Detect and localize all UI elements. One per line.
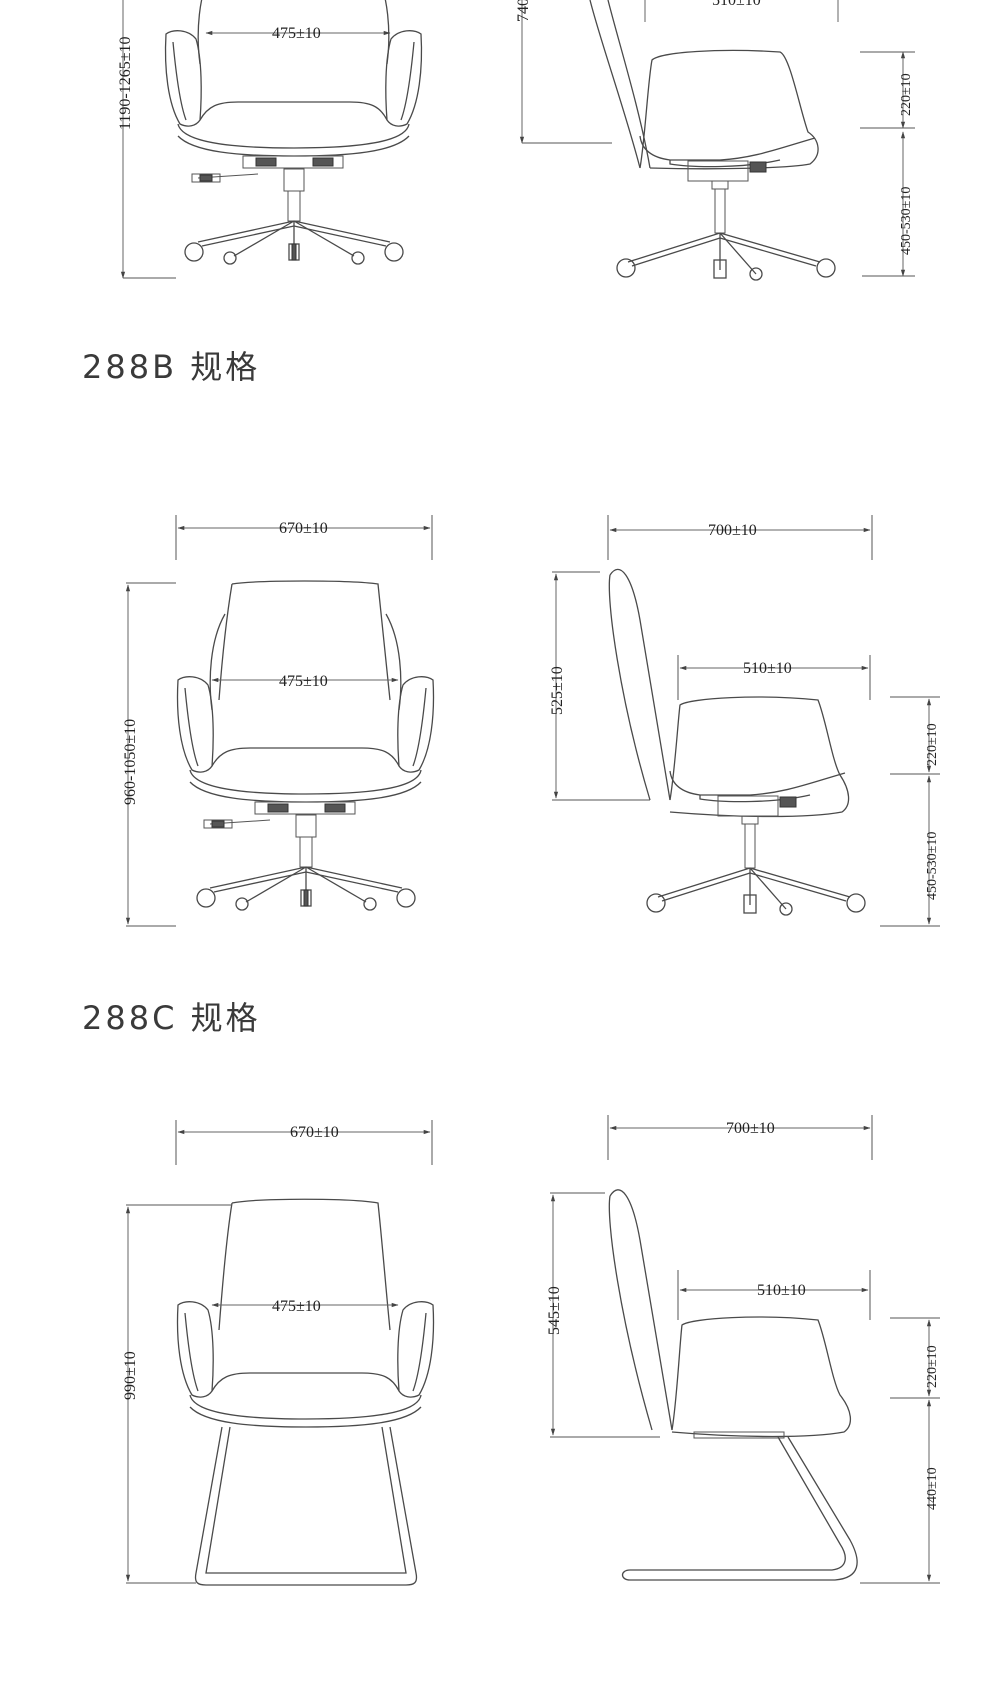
b-side-seat-depth: 510±10 bbox=[743, 660, 792, 677]
c-front-height: 990±10 bbox=[122, 1351, 139, 1400]
c-side-depth: 700±10 bbox=[726, 1120, 775, 1137]
c-back-height: 545±10 bbox=[546, 1286, 563, 1335]
c-seat-height: 440±10 bbox=[925, 1467, 940, 1510]
b-side-depth: 700±10 bbox=[708, 522, 757, 539]
top-side-height-partial: 740 bbox=[515, 0, 532, 22]
b-front-seat-width: 475±10 bbox=[279, 673, 328, 690]
b-front-view: 670±10 475±10 960-1050±10 bbox=[122, 515, 435, 927]
b-back-height: 525±10 bbox=[549, 666, 566, 715]
c-side-view: 700±10 510±10 545±10 220±10 440±10 bbox=[546, 1115, 940, 1584]
b-front-width: 670±10 bbox=[279, 520, 328, 537]
top-arm-height: 220±10 bbox=[899, 73, 914, 116]
b-side-view: 700±10 510±10 525±10 220±10 450-530±10 bbox=[549, 515, 940, 927]
c-side-seat-depth: 510±10 bbox=[757, 1282, 806, 1299]
section-title-288c: 288C 规格 bbox=[82, 999, 261, 1037]
top-front-height: 1190-1265±10 bbox=[117, 36, 134, 130]
b-front-height: 960-1050±10 bbox=[122, 719, 139, 805]
top-side-view: 740 510±10 220±10 450-530±10 bbox=[515, 0, 915, 281]
top-side-depth-partial: 510±10 bbox=[712, 0, 761, 9]
top-seat-height: 450-530±10 bbox=[899, 187, 914, 255]
c-arm-height: 220±10 bbox=[925, 1345, 940, 1388]
b-seat-height: 450-530±10 bbox=[925, 832, 940, 900]
c-front-seat-width: 475±10 bbox=[272, 1298, 321, 1315]
c-front-width: 670±10 bbox=[290, 1124, 339, 1141]
top-front-view: 475±10 1190-1265±10 bbox=[117, 0, 423, 279]
b-arm-height: 220±10 bbox=[925, 723, 940, 766]
top-front-seat-width: 475±10 bbox=[272, 25, 321, 42]
section-title-288b: 288B 规格 bbox=[82, 348, 261, 386]
c-front-view: 670±10 475±10 990±10 bbox=[122, 1120, 435, 1586]
